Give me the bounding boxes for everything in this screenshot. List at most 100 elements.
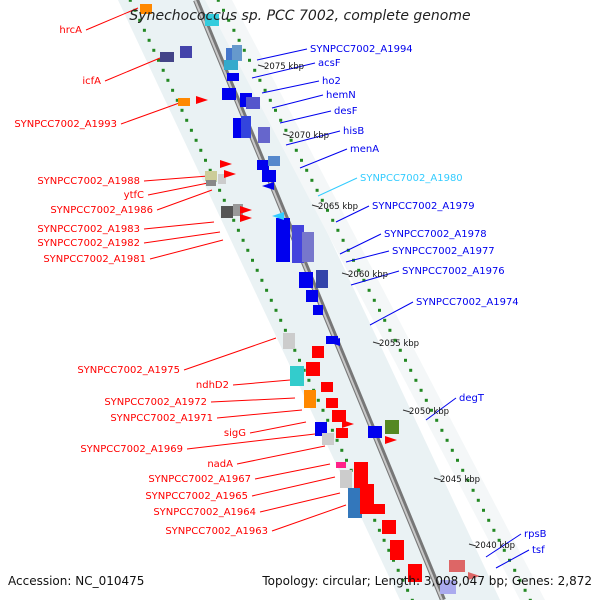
right-label-leader	[261, 80, 320, 94]
kbp-tick	[433, 477, 442, 481]
tick-dot	[367, 288, 371, 292]
gene-label: desF	[334, 106, 358, 117]
tick-dot	[133, 8, 137, 12]
tick-dot	[152, 48, 156, 52]
tick-dot	[283, 328, 287, 332]
gene-label: SYNPCC7002_A1964	[153, 507, 256, 518]
tick-dot	[345, 458, 348, 462]
right-label-leader	[485, 533, 522, 558]
left-label-leader	[271, 504, 347, 532]
kbp-label: 2070 kbp	[289, 131, 329, 141]
gene-feature	[385, 420, 399, 434]
right-label-leader	[339, 233, 382, 255]
label-leaders	[85, 7, 530, 569]
tick-dot	[204, 158, 207, 162]
tick-dot	[189, 128, 193, 132]
tick-dot	[161, 68, 165, 72]
tick-dot	[302, 368, 306, 372]
gene-label: acsF	[318, 58, 341, 69]
tick-dot	[476, 498, 480, 502]
gene-label: icfA	[82, 76, 101, 87]
tick-dot	[269, 298, 273, 302]
gene-feature	[348, 488, 362, 518]
tick-dot	[466, 478, 470, 482]
kbp-tick	[341, 272, 350, 276]
gene-feature	[290, 366, 304, 386]
kbp-tick	[311, 204, 320, 208]
tick-dot	[497, 538, 501, 542]
left-label-leader	[143, 175, 209, 182]
gene-feature	[390, 540, 404, 560]
tick-dot	[218, 188, 222, 192]
gene-label: SYNPCC7002_A1980	[360, 173, 463, 184]
tick-dot	[373, 518, 377, 522]
gene-arrow	[272, 212, 284, 220]
gene-arrow	[220, 160, 232, 168]
left-label-leader	[254, 463, 331, 480]
tick-dot	[406, 588, 410, 592]
left-label-leader	[147, 182, 209, 196]
kbp-label: 2065 kbp	[318, 202, 358, 212]
kbp-label: 2050 kbp	[409, 407, 449, 417]
tick-dot	[274, 108, 277, 112]
gene-arrow	[328, 338, 340, 346]
genome-title: Synechococcus sp. PCC 7002, complete gen…	[129, 8, 471, 24]
tick-dot	[175, 98, 179, 102]
gene-feature	[205, 14, 219, 26]
tick-dot	[513, 568, 517, 572]
tick-dot	[194, 138, 198, 142]
left-label-leader	[120, 101, 183, 125]
accession-text: Accession: NC_010475	[8, 574, 145, 588]
gene-label: ytfC	[124, 190, 144, 201]
tick-dot	[414, 378, 418, 382]
gene-feature	[336, 462, 346, 468]
tick-dot	[378, 308, 381, 312]
tick-dot	[471, 488, 475, 492]
tick-dot	[246, 248, 250, 252]
tick-dot	[279, 318, 283, 322]
tick-dot	[331, 218, 335, 222]
tick-dot	[255, 268, 259, 272]
gene-arrow	[196, 96, 208, 104]
gene-feature	[368, 426, 382, 438]
gene-feature	[246, 97, 260, 109]
gene-label: menA	[350, 144, 379, 155]
right-label-leader	[299, 148, 348, 169]
gene-labels: hrcAicfASYNPCC7002_A1993SYNPCC7002_A1988…	[14, 25, 546, 556]
left-label-leader	[156, 189, 213, 211]
gene-label: SYNPCC7002_A1977	[392, 246, 495, 257]
right-label-leader	[350, 270, 400, 286]
right-label-leader	[271, 94, 324, 109]
left-label-leader	[249, 421, 307, 434]
tick-dot	[265, 288, 269, 292]
gene-features	[140, 4, 480, 594]
gene-feature	[408, 564, 422, 582]
tick-dot	[279, 118, 283, 122]
gene-label: SYNPCC7002_A1988	[37, 176, 140, 187]
tick-dot	[377, 528, 381, 532]
right-label-leader	[317, 177, 358, 197]
gene-label: rpsB	[524, 529, 547, 540]
gene-label: SYNPCC7002_A1969	[80, 444, 183, 455]
tick-dot	[268, 98, 272, 102]
right-label-leader	[495, 549, 530, 569]
gene-feature	[206, 180, 216, 186]
left-label-leader	[143, 221, 215, 230]
gene-feature	[227, 73, 239, 81]
gene-feature	[382, 520, 396, 534]
gene-feature	[299, 272, 313, 288]
tick-dot	[502, 548, 506, 552]
gene-feature	[360, 484, 374, 514]
gene-feature	[224, 60, 238, 70]
tick-dot	[445, 438, 449, 442]
gene-feature	[304, 390, 316, 408]
tick-dot	[456, 458, 459, 462]
kbp-label: 2040 kbp	[475, 541, 515, 551]
tick-dot	[398, 348, 402, 352]
gene-label: SYNPCC7002_A1983	[37, 224, 140, 235]
gene-arrow	[468, 572, 480, 580]
gene-label: degT	[459, 393, 485, 404]
tick-dot	[253, 68, 257, 72]
